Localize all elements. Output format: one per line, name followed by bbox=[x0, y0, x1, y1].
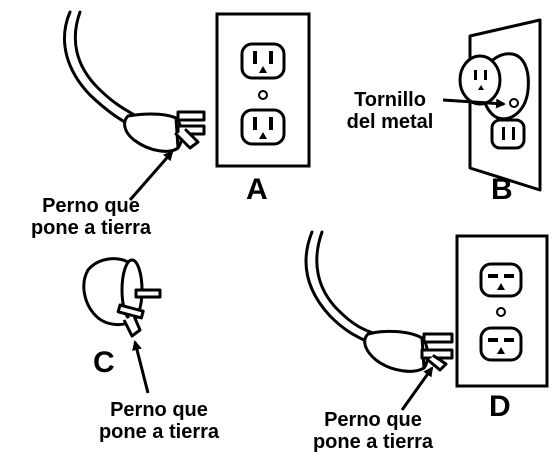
panel-letter-a: A bbox=[246, 173, 268, 206]
arrow-d bbox=[400, 366, 434, 411]
plug-d-illustration bbox=[304, 230, 454, 373]
panel-letter-c: C bbox=[93, 346, 115, 379]
callout-a-line1: Perno que bbox=[42, 195, 140, 217]
plug-a-illustration bbox=[62, 10, 206, 153]
receptacle-d-illustration bbox=[455, 234, 549, 388]
callout-c-line2: pone a tierra bbox=[98, 420, 220, 443]
callout-b-line2: del metal bbox=[346, 110, 434, 133]
callout-c: Perno que pone a tierra bbox=[84, 399, 234, 443]
callout-d-line1: Perno que bbox=[324, 409, 422, 431]
callout-a-line2: pone a tierra bbox=[30, 216, 152, 239]
panel-letter-d: D bbox=[489, 390, 511, 423]
callout-b-line1: Tornillo bbox=[354, 89, 426, 111]
arrow-c bbox=[132, 340, 150, 394]
callout-c-line1: Perno que bbox=[110, 399, 208, 421]
arrow-a bbox=[128, 150, 174, 201]
arrow-b bbox=[442, 98, 506, 109]
callout-d: Perno que pone a tierra bbox=[298, 409, 448, 453]
callout-d-line2: pone a tierra bbox=[312, 430, 434, 453]
receptacle-a-illustration bbox=[215, 12, 311, 168]
callout-a: Perno que pone a tierra bbox=[16, 195, 166, 239]
panel-letter-b: B bbox=[491, 173, 513, 206]
plug-c-illustration bbox=[82, 257, 162, 338]
callout-b: Tornillo del metal bbox=[334, 89, 446, 133]
